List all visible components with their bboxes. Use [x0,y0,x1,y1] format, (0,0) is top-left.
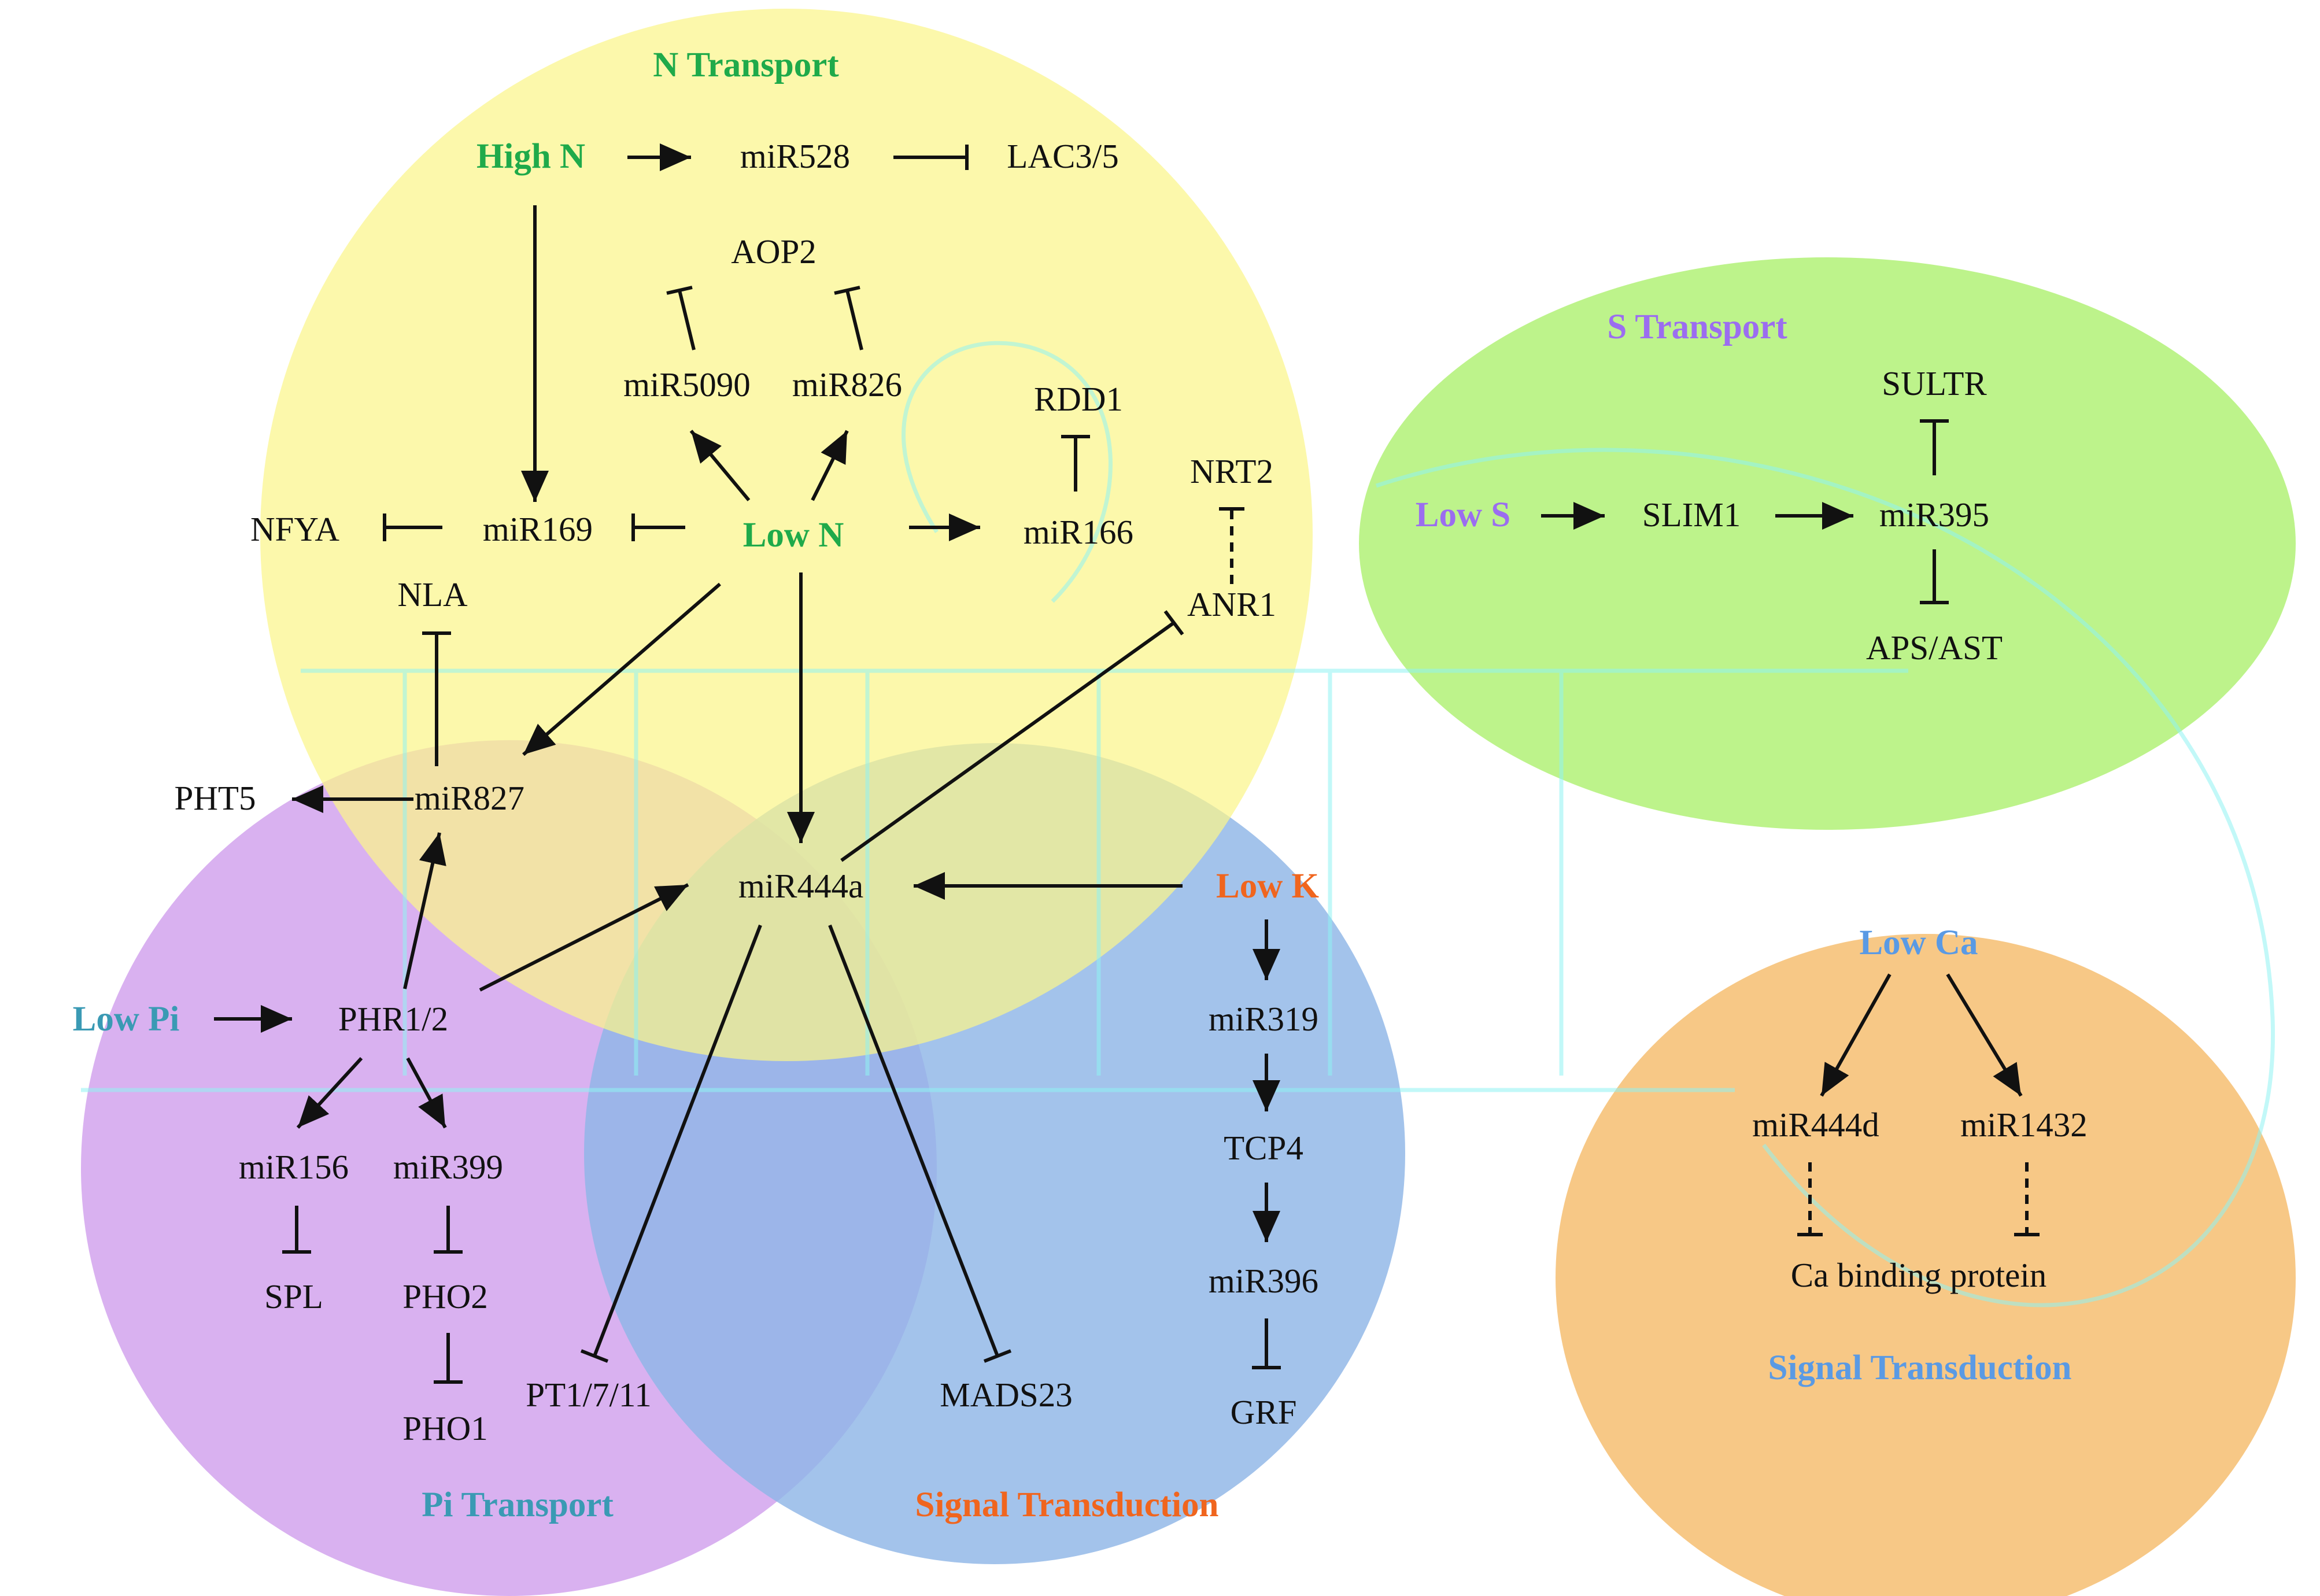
pi-transport-title: Pi Transport [422,1486,614,1524]
mir319-node: miR319 [1209,1000,1318,1038]
ca-binding-protein-node: Ca binding protein [1791,1256,2046,1294]
mir395-node: miR395 [1879,496,1989,534]
mads23-node: MADS23 [940,1376,1073,1414]
grf-node: GRF [1231,1393,1297,1431]
mir444d-node: miR444d [1752,1106,1879,1144]
mir399-node: miR399 [393,1148,503,1186]
edge-lown-mir827 [522,582,721,756]
mir396-node: miR396 [1209,1262,1318,1300]
mir528-node: miR528 [740,137,850,175]
signal-transduction-ca-title: Signal Transduction [1768,1349,2072,1387]
aop2-node: AOP2 [731,232,817,271]
mir1432-node: miR1432 [1960,1106,2088,1144]
inhibition-edges [282,145,2040,1384]
low-pi-node: Low Pi [73,1000,180,1039]
region-circles [81,9,2296,1596]
aps-ast-node: APS/AST [1866,629,2003,667]
edge-lowca-mir1432 [1946,973,2023,1097]
rdd1-node: RDD1 [1034,380,1123,418]
edge-phr12-mir444a [479,883,689,992]
slim1-node: SLIM1 [1642,496,1741,534]
spl-node: SPL [264,1277,323,1316]
edge-phr12-mir156 [296,1056,363,1129]
mir444a-node: miR444a [738,867,863,905]
low-k-node: Low K [1216,867,1319,906]
mir166-node: miR166 [1024,513,1133,551]
edge-lown-mir826 [811,430,849,501]
edge-mir444a-pt1711 [593,924,762,1357]
signal-transduction-k-title: Signal Transduction [915,1486,1219,1524]
n-transport-region [260,9,1313,1061]
low-ca-node: Low Ca [1859,923,1978,962]
edge-lown-mir5090 [689,430,751,501]
anr1-node: ANR1 [1187,585,1276,623]
edge-mir444a-mads23 [828,924,999,1357]
mir827-node: miR827 [415,779,524,817]
s-transport-title: S Transport [1607,308,1787,346]
edge-mir444a-anr1 [840,621,1175,862]
pho1-node: PHO1 [402,1409,488,1447]
edge-mir5090-aop2 [678,290,696,350]
edge-phr12-mir399 [406,1057,447,1129]
tcp4-node: TCP4 [1224,1129,1303,1167]
high-n-node: High N [476,137,585,176]
signal-transduction-ca-region [1556,934,2296,1596]
low-n-node: Low N [743,516,844,555]
mir5090-node: miR5090 [623,365,751,404]
activation-edges [214,143,2023,1242]
nrt2-node: NRT2 [1190,452,1273,490]
low-s-node: Low S [1416,496,1510,534]
sultr-node: SULTR [1882,364,1987,402]
pht5-node: PHT5 [175,779,256,817]
edge-lowca-mir444d [1820,973,1892,1097]
phr12-node: PHR1/2 [338,1000,448,1038]
n-transport-title: N Transport [653,46,839,84]
mir169-node: miR169 [483,510,593,548]
s-transport-region [1359,257,2296,830]
mir156-node: miR156 [239,1148,349,1186]
nfya-node: NFYA [250,510,339,548]
pho2-node: PHO2 [402,1277,488,1316]
nla-node: NLA [397,575,468,614]
mir826-node: miR826 [792,365,902,404]
edge-mir826-aop2 [845,290,863,350]
edge-phr12-mir827 [403,832,446,989]
gene-nodes: miR528 LAC3/5 AOP2 miR5090 miR826 RDD1 N… [175,137,2088,1447]
lac35-node: LAC3/5 [1007,137,1118,175]
pt1711-node: PT1/7/11 [526,1376,651,1414]
